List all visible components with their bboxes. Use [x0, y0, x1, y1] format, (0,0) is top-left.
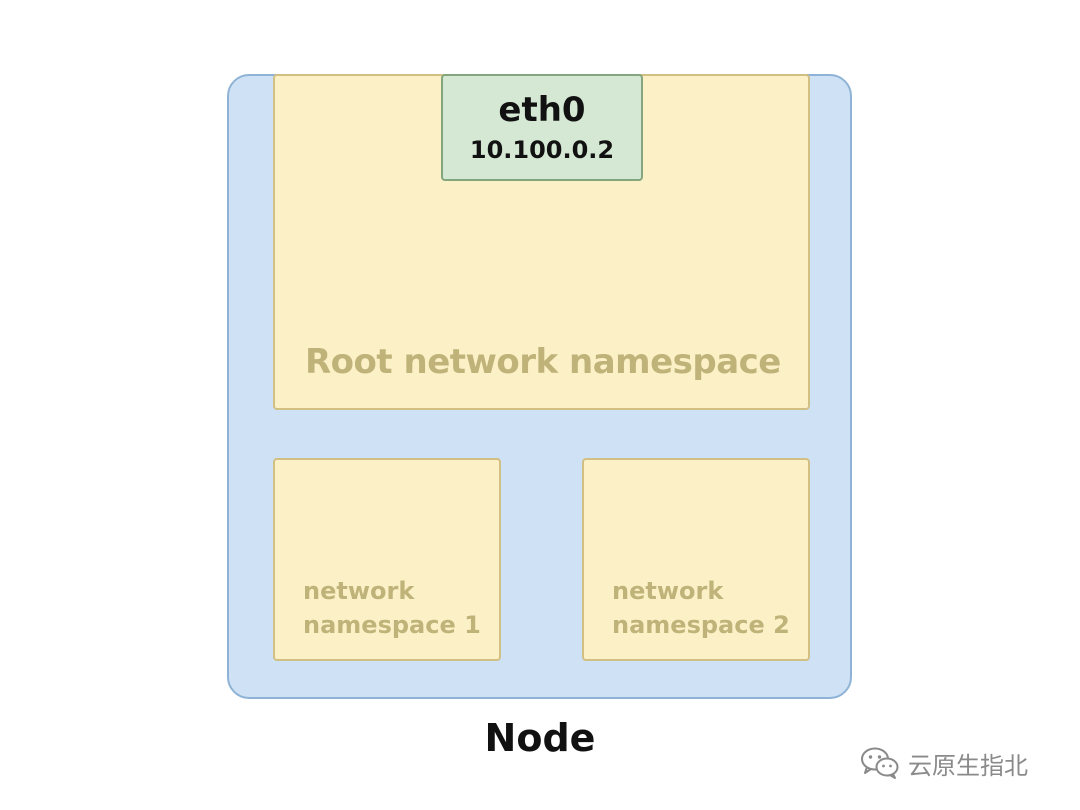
- namespace-2-label-line1: network: [612, 577, 724, 605]
- interface-ip: 10.100.0.2: [469, 136, 615, 164]
- network-namespace-2: network namespace 2: [582, 458, 810, 661]
- namespace-1-label: network namespace 1: [303, 574, 481, 642]
- namespace-1-label-line1: network: [303, 577, 415, 605]
- root-namespace-label: Root network namespace: [305, 342, 781, 382]
- eth0-interface: eth0 10.100.0.2: [441, 74, 643, 181]
- node-label: Node: [484, 716, 596, 760]
- network-namespace-1: network namespace 1: [273, 458, 501, 661]
- namespace-2-label-line2: namespace 2: [612, 611, 790, 639]
- watermark: 云原生指北: [860, 743, 1028, 783]
- wechat-icon: [861, 747, 899, 779]
- watermark-text: 云原生指北: [908, 751, 1028, 780]
- interface-name: eth0: [498, 90, 586, 130]
- namespace-1-label-line2: namespace 1: [303, 611, 481, 639]
- namespace-2-label: network namespace 2: [612, 574, 790, 642]
